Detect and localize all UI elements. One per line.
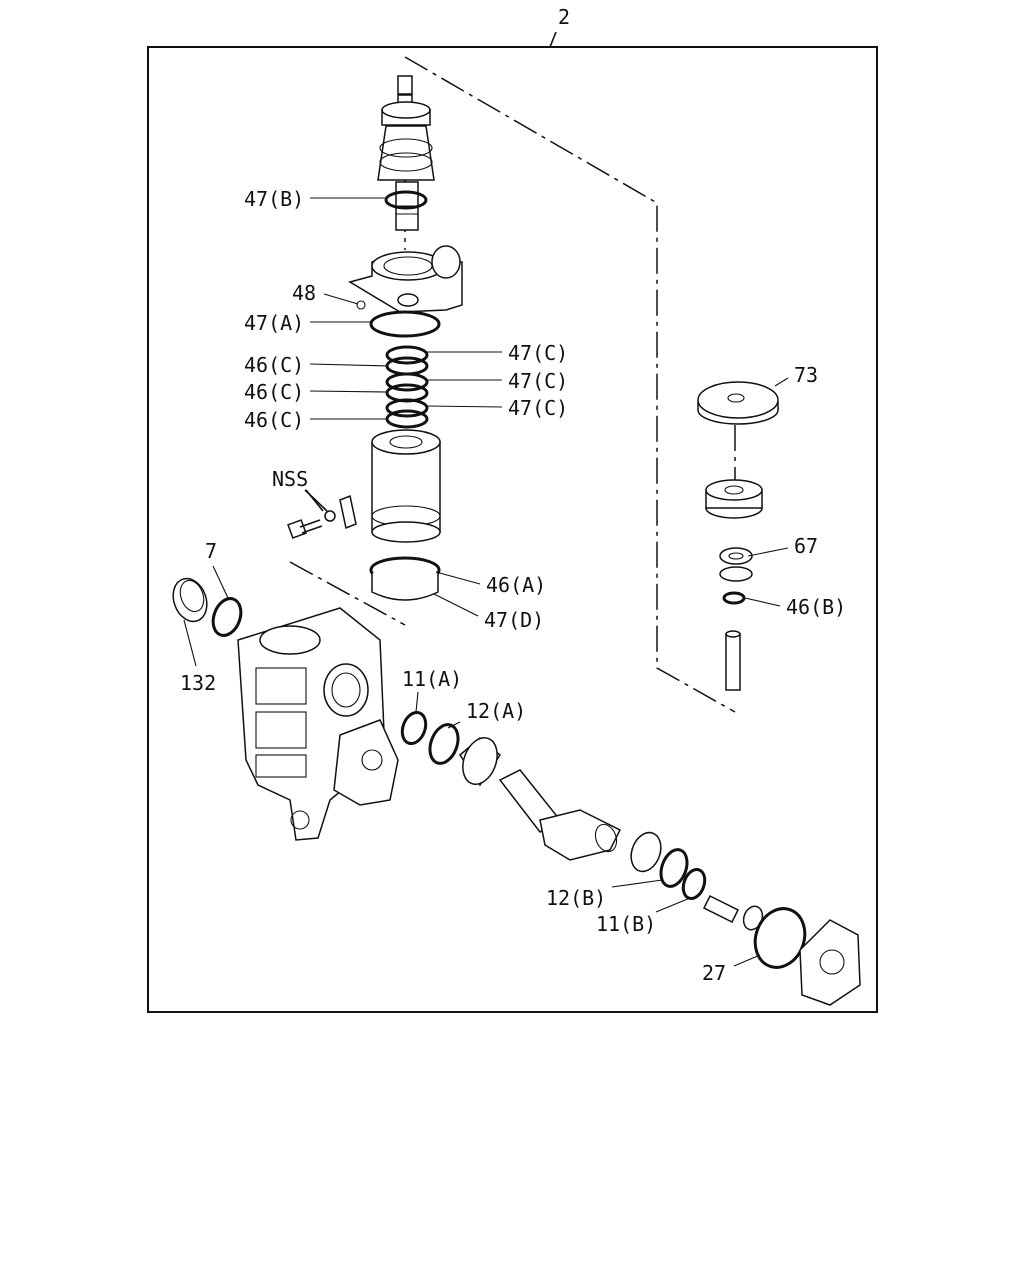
callout-12a: 12(A) xyxy=(466,699,526,723)
callout-73: 73 xyxy=(794,363,818,387)
assembly-centerline xyxy=(404,56,736,713)
callout-2: 2 xyxy=(558,5,570,29)
valve-spool-assembly xyxy=(377,75,435,231)
callout-47c-2: 47(C) xyxy=(508,369,568,393)
ring-stack-46c-47c xyxy=(385,345,429,429)
callout-46c-1: 46(C) xyxy=(244,353,304,377)
callout-12b: 12(B) xyxy=(546,886,606,910)
seal-ring-47b xyxy=(384,190,428,210)
bearing-67 xyxy=(719,547,753,582)
pin xyxy=(725,630,741,691)
callout-46c-3: 46(C) xyxy=(244,408,304,432)
seal-ring-47a xyxy=(369,310,441,338)
callout-47d: 47(D) xyxy=(484,608,544,632)
callout-7: 7 xyxy=(205,539,217,563)
callout-47c-1: 47(C) xyxy=(508,341,568,365)
small-ball-48 xyxy=(356,300,366,310)
end-cover xyxy=(799,919,861,1006)
callout-47a: 47(A) xyxy=(244,311,304,335)
callout-47c-3: 47(C) xyxy=(508,396,568,420)
gear-housing xyxy=(237,607,399,841)
needle-bearing xyxy=(459,737,501,787)
callout-nss: NSS xyxy=(272,467,308,491)
callout-47b: 47(B) xyxy=(244,187,304,211)
ring-47d xyxy=(371,573,439,601)
callout-11a: 11(A) xyxy=(402,667,462,691)
ring-46b xyxy=(722,591,746,605)
callout-46a: 46(A) xyxy=(486,573,546,597)
callout-132: 132 xyxy=(180,671,216,695)
leader-lines xyxy=(183,197,789,967)
callout-48: 48 xyxy=(292,281,316,305)
callout-46c-2: 46(C) xyxy=(244,380,304,404)
valve-body-housing xyxy=(348,245,463,313)
cylinder-sleeve xyxy=(371,429,441,543)
pinion-shaft xyxy=(498,769,662,873)
ring-7 xyxy=(211,597,243,637)
cap-73 xyxy=(697,381,779,425)
callout-67: 67 xyxy=(794,534,818,558)
ring-12a xyxy=(428,723,460,765)
retainer-disc xyxy=(705,479,763,519)
ring-132 xyxy=(172,577,208,623)
nss-bolt-set xyxy=(287,494,357,539)
callout-27: 27 xyxy=(702,961,726,985)
ring-12b xyxy=(659,848,689,888)
assembly-frame xyxy=(147,46,878,1013)
adjuster-screw xyxy=(702,894,764,931)
o-ring-27 xyxy=(753,907,807,969)
callout-11b: 11(B) xyxy=(596,912,656,936)
callout-46b: 46(B) xyxy=(786,595,846,619)
ring-11a xyxy=(400,711,428,745)
